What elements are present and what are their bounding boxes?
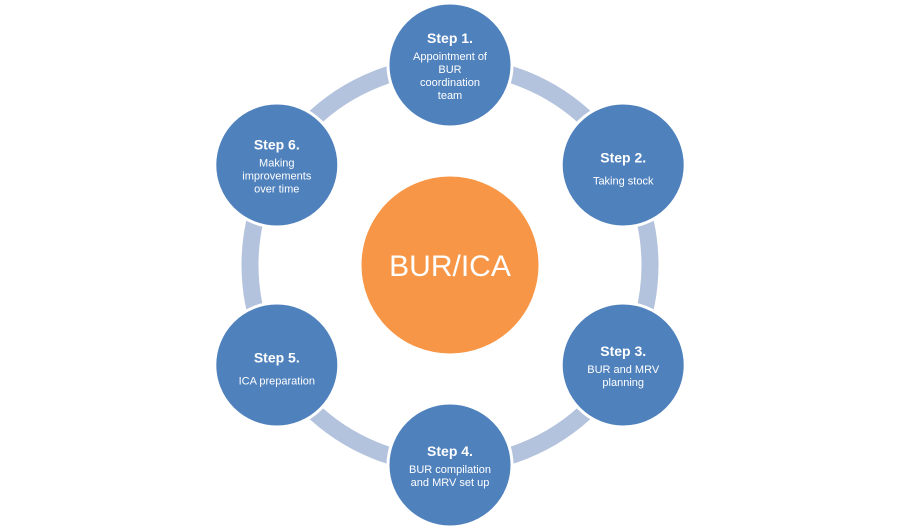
step-circle: [213, 101, 341, 229]
center-circle: [358, 173, 542, 357]
step-description-line: over time: [254, 184, 299, 196]
step-description-line: team: [438, 90, 462, 102]
step-circle: [386, 401, 514, 529]
step-title: Step 3.: [600, 343, 646, 359]
step-description-line: BUR: [438, 64, 461, 76]
step-description-line: Making: [259, 158, 294, 170]
step-2-node: Step 2. Taking stock: [559, 101, 687, 229]
step-description-line: Appointment of: [413, 51, 488, 63]
step-description-line: Taking stock: [593, 176, 654, 188]
step-description-line: and MRV set up: [411, 477, 490, 489]
step-5-node: Step 5. ICA preparation: [213, 301, 341, 429]
step-description-line: improvements: [242, 171, 312, 183]
step-description-line: planning: [602, 377, 644, 389]
center-label: BUR/ICA: [389, 250, 511, 283]
step-circle: [559, 101, 687, 229]
step-circle: [386, 1, 514, 129]
step-description-line: BUR and MRV: [587, 364, 660, 376]
step-circle: [559, 301, 687, 429]
step-description-line: ICA preparation: [239, 376, 315, 388]
step-circle: [213, 301, 341, 429]
step-title: Step 4.: [427, 443, 473, 459]
step-title: Step 6.: [254, 137, 300, 153]
step-title: Step 1.: [427, 30, 473, 46]
step-title: Step 5.: [254, 350, 300, 366]
step-title: Step 2.: [600, 150, 646, 166]
step-description-line: BUR compilation: [409, 464, 491, 476]
step-description-line: coordination: [420, 77, 480, 89]
